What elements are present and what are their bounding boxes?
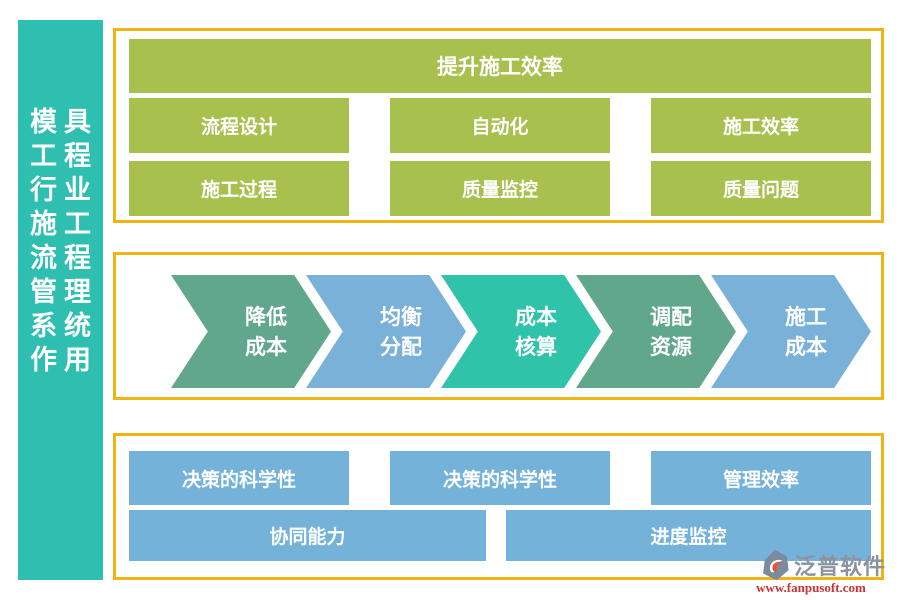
fanpu-logo-icon xyxy=(763,549,789,581)
title-pair: 流程 xyxy=(30,243,98,274)
node-decision-science-2: 决策的科学性 xyxy=(390,451,610,505)
watermark: 泛普软件 www.fanpusoft.com xyxy=(736,548,886,596)
cost-flow-panel: 降低 成本 均衡 分配 成本 核算 调配 资源 施工 成本 xyxy=(113,252,884,400)
flow-step-label: 资源 xyxy=(650,333,692,359)
title-pair: 施工 xyxy=(30,209,98,240)
node-build-process: 施工过程 xyxy=(129,161,349,216)
title-pair: 作用 xyxy=(30,345,98,376)
watermark-brand: 泛普软件 xyxy=(793,554,886,580)
title-pair: 系统 xyxy=(30,311,98,342)
flow-step-label: 成本 xyxy=(515,303,557,329)
flow-step-label: 施工 xyxy=(785,303,827,329)
node-collaboration: 协同能力 xyxy=(129,510,486,561)
flow-step-label: 成本 xyxy=(785,333,827,359)
title-pair: 行业 xyxy=(30,175,98,206)
management-panel: 决策的科学性 决策的科学性 管理效率 协同能力 进度监控 xyxy=(113,433,884,580)
efficiency-panel: 提升施工效率 流程设计 自动化 施工效率 施工过程 质量监控 质量问题 xyxy=(113,28,884,223)
flow-step-label: 降低 xyxy=(245,303,287,329)
node-build-efficiency: 施工效率 xyxy=(651,98,871,153)
flow-step-label: 分配 xyxy=(380,333,422,359)
title-pair: 工程 xyxy=(30,141,98,172)
flow-step-label: 成本 xyxy=(245,333,287,359)
title-pair: 管理 xyxy=(30,277,98,308)
node-quality-monitor: 质量监控 xyxy=(390,161,610,216)
sidebar-title-bar: 模具 工程 行业 施工 流程 管理 系统 作用 xyxy=(18,20,103,580)
node-quality-issue: 质量问题 xyxy=(651,161,871,216)
title-pair: 模具 xyxy=(30,107,98,138)
node-decision-science-1: 决策的科学性 xyxy=(129,451,349,505)
watermark-url: www.fanpusoft.com xyxy=(756,580,866,595)
flow-step-label: 均衡 xyxy=(380,303,422,329)
node-management-efficiency: 管理效率 xyxy=(651,451,871,505)
flow-step-cost-accounting: 成本 核算 xyxy=(441,275,601,388)
node-automation: 自动化 xyxy=(390,98,610,153)
flow-step-allocate-resources: 调配 资源 xyxy=(576,275,736,388)
flow-step-label: 调配 xyxy=(650,303,692,329)
node-progress-monitor: 进度监控 xyxy=(506,510,871,561)
panel-header-bar: 提升施工效率 xyxy=(129,39,871,93)
flow-step-label: 核算 xyxy=(515,333,557,359)
flow-step-reduce-cost: 降低 成本 xyxy=(171,275,331,388)
node-process-design: 流程设计 xyxy=(129,98,349,153)
